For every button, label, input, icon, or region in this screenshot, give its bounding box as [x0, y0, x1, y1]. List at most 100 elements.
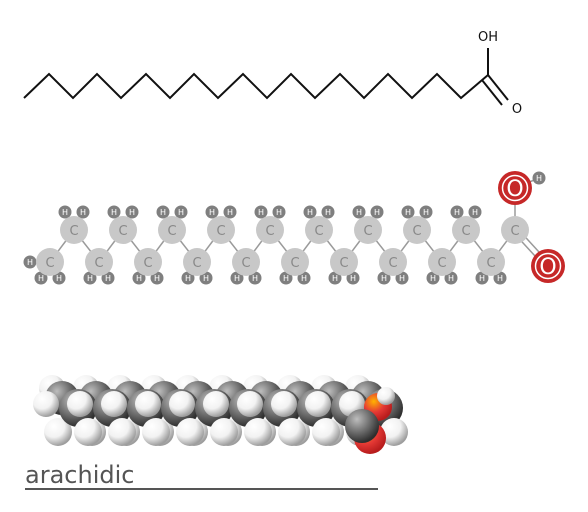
- carbon-atom: C: [477, 248, 505, 276]
- carbon-symbol: C: [69, 224, 78, 239]
- hydrogen-symbol: H: [399, 274, 405, 283]
- hydrogen-symbol: H: [301, 274, 307, 283]
- hydrogen-sphere: [210, 418, 238, 446]
- hydrogen-symbol: H: [252, 274, 258, 283]
- hydrogen-sphere: [44, 418, 72, 446]
- carbon-atom: C: [256, 216, 284, 244]
- hydrogen-atom: H: [468, 205, 482, 219]
- carbon-atom: C: [354, 216, 382, 244]
- hydrogen-symbol: H: [332, 274, 338, 283]
- hydrogen-sphere: [380, 418, 408, 446]
- hydrogen-symbol: H: [423, 208, 429, 217]
- hydrogen-sphere: [142, 418, 170, 446]
- hydrogen-atom: H: [450, 205, 464, 219]
- hydrogen-atom: H: [303, 205, 317, 219]
- hydrogen-symbol: H: [203, 274, 209, 283]
- space-filling-model: [33, 375, 408, 454]
- hydrogen-sphere: [377, 387, 395, 405]
- carbon-atom: C: [281, 248, 309, 276]
- hydrogen-atom: H: [174, 205, 188, 219]
- hydrogen-symbol: H: [160, 208, 166, 217]
- hydrogen-sphere: [271, 391, 297, 417]
- carbon-atom: C: [109, 216, 137, 244]
- hydrogen-sphere: [176, 418, 204, 446]
- oxygen-symbol: O: [539, 255, 556, 280]
- carbon-symbol: C: [45, 256, 54, 271]
- hydrogen-symbol: H: [405, 208, 411, 217]
- carbon-symbol: C: [510, 224, 519, 239]
- hydrogen-symbol: H: [185, 274, 191, 283]
- hydrogen-symbol: H: [307, 208, 313, 217]
- hydrogen-symbol: H: [374, 208, 380, 217]
- hydrogen-sphere: [108, 418, 136, 446]
- carbon-symbol: C: [241, 256, 250, 271]
- carbon-symbol: C: [192, 256, 201, 271]
- hydrogen-atom: H: [321, 205, 335, 219]
- c-o-double-bond-a: [487, 74, 509, 101]
- hydrogen-atom: H: [272, 205, 286, 219]
- hydrogen-sphere: [305, 391, 331, 417]
- hydrogen-atom: H: [205, 205, 219, 219]
- carbon-atom: C: [403, 216, 431, 244]
- carbon-atom: C: [158, 216, 186, 244]
- carbon-atom: C: [134, 248, 162, 276]
- hydrogen-sphere: [169, 391, 195, 417]
- hydrogen-atom: H: [76, 205, 90, 219]
- hydrogen-symbol: H: [430, 274, 436, 283]
- carbon-symbol: C: [388, 256, 397, 271]
- hydrogen-atom: H: [58, 205, 72, 219]
- hydrogen-atom: H: [401, 205, 415, 219]
- c-o-double-bond-b: [481, 79, 503, 106]
- carbon-symbol: C: [143, 256, 152, 271]
- hydrogen-atom: H: [125, 205, 139, 219]
- hydrogen-symbol: H: [350, 274, 356, 283]
- carbon-atom: C: [379, 248, 407, 276]
- hydrogen-sphere: [135, 391, 161, 417]
- carbon-symbol: C: [339, 256, 348, 271]
- carbon-symbol: C: [216, 224, 225, 239]
- hydrogen-symbol: H: [62, 208, 68, 217]
- carbon-symbol: C: [486, 256, 495, 271]
- hydrogen-sphere: [203, 391, 229, 417]
- hydrogen-atom: H: [370, 205, 384, 219]
- carbon-atom: C: [207, 216, 235, 244]
- carbon-atom: C: [60, 216, 88, 244]
- hydrogen-sphere: [74, 418, 102, 446]
- hydrogen-sphere: [312, 418, 340, 446]
- carbon-symbol: C: [363, 224, 372, 239]
- hydrogen-symbol: H: [80, 208, 86, 217]
- hydrogen-atom: H: [254, 205, 268, 219]
- hydrogen-symbol: H: [234, 274, 240, 283]
- hydrogen-symbol: H: [472, 208, 478, 217]
- carbon-symbol: C: [290, 256, 299, 271]
- hydrogen-symbol: H: [136, 274, 142, 283]
- carbon-symbol: C: [437, 256, 446, 271]
- molecule-name: arachidic: [25, 461, 134, 489]
- carbon-symbol: C: [314, 224, 323, 239]
- hydrogen-symbol: H: [258, 208, 264, 217]
- hydrogen-atom: H: [156, 205, 170, 219]
- carbon-atom: C: [428, 248, 456, 276]
- hydrogen-symbol: H: [381, 274, 387, 283]
- hydrogen-sphere: [67, 391, 93, 417]
- carbon-chain: [23, 72, 489, 100]
- hydrogen-symbol: H: [227, 208, 233, 217]
- carbon-atom: C: [305, 216, 333, 244]
- carbon-atom: C: [183, 248, 211, 276]
- hydrogen-symbol: H: [479, 274, 485, 283]
- hydrogen-symbol: H: [87, 274, 93, 283]
- hydrogen-symbol: H: [27, 258, 33, 267]
- oxygen-atom: O: [531, 249, 565, 283]
- hydrogen-sphere: [101, 391, 127, 417]
- oxygen-atom: O: [498, 171, 532, 205]
- carbon-symbol: C: [461, 224, 470, 239]
- hydrogen-sphere: [244, 418, 272, 446]
- hydrogen-atom: H: [532, 171, 546, 185]
- hydrogen-symbol: H: [497, 274, 503, 283]
- carbon-atom: C: [452, 216, 480, 244]
- hydrogen-symbol: H: [56, 274, 62, 283]
- hydrogen-atom: H: [107, 205, 121, 219]
- skeletal-formula: OH O: [23, 30, 522, 117]
